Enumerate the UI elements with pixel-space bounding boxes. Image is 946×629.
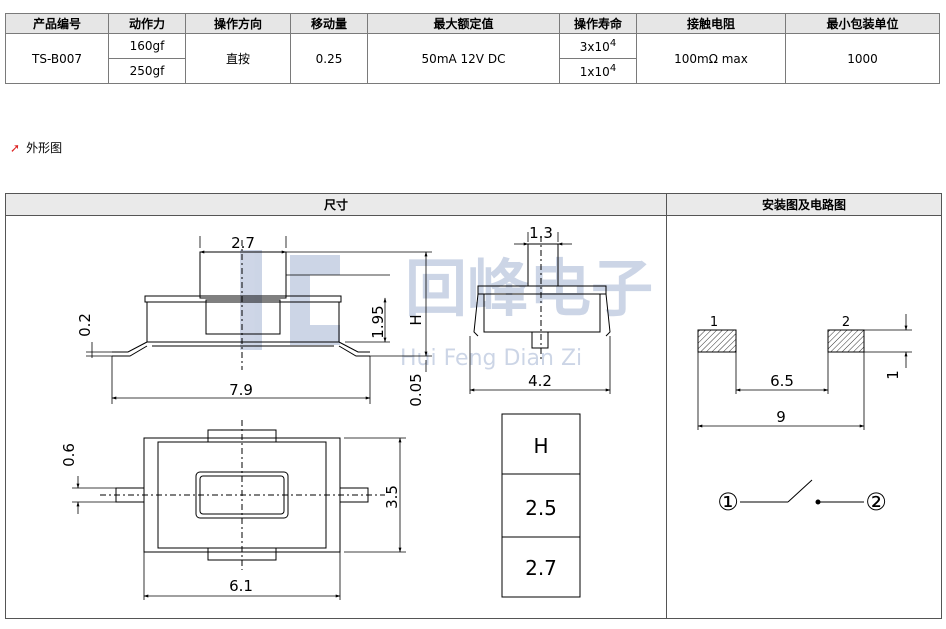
bottom-view <box>100 420 385 570</box>
red-arrow-icon: ➚ <box>10 140 21 155</box>
life-1-base: 3x10 <box>579 40 610 54</box>
spec-row-2: 250gf 1x104 <box>6 58 940 84</box>
header-resistance: 接触电阻 <box>636 13 786 34</box>
cell-force-2: 250gf <box>108 58 186 84</box>
spec-row-1: TS-B007 160gf 直按 0.25 50mA 12V DC 3x104 … <box>5 33 940 84</box>
terminal-2: ② <box>865 488 887 516</box>
install-pads <box>697 329 865 353</box>
install-dims <box>697 314 912 430</box>
dim-side-length: 7.9 <box>229 381 253 399</box>
spec-header-row: 产品编号 动作力 操作方向 移动量 最大额定值 操作寿命 接触电阻 最小包装单位 <box>5 13 940 34</box>
install-panel: 安装图及电路图 <box>666 193 942 619</box>
watermark: 回峰电子 Hui Feng Dian Zi <box>240 250 653 371</box>
dim-side-top-width: 2.7 <box>231 234 255 252</box>
install-panel-title: 安装图及电路图 <box>667 194 941 216</box>
pad-1 <box>697 329 737 353</box>
pad-2 <box>827 329 865 353</box>
switch-symbol <box>740 479 864 505</box>
side-view <box>112 240 370 370</box>
watermark-pinyin: Hui Feng Dian Zi <box>400 346 582 371</box>
cell-force-1: 160gf <box>108 33 186 59</box>
spec-table: 产品编号 动作力 操作方向 移动量 最大额定值 操作寿命 接触电阻 最小包装单位… <box>5 13 940 84</box>
h-table <box>501 413 581 598</box>
cell-direction: 直按 <box>185 33 291 84</box>
dim-bottom-width: 6.1 <box>229 577 253 595</box>
bottom-view-dims <box>72 437 406 600</box>
life-2-exp: 4 <box>609 63 617 74</box>
section-heading: ➚ 外形图 <box>10 139 62 156</box>
cell-travel: 0.25 <box>290 33 368 84</box>
dim-front-width: 4.2 <box>528 372 552 390</box>
dim-front-top: 1.3 <box>529 224 553 242</box>
life-1-exp: 4 <box>609 38 617 49</box>
dim-install-overall: 9 <box>776 408 786 426</box>
h-table-row-2: 2.7 <box>525 556 557 580</box>
front-view-dims <box>469 232 611 394</box>
front-view <box>473 236 611 360</box>
dim-install-gap: 6.5 <box>770 372 794 390</box>
cell-life-2: 1x104 <box>559 58 637 84</box>
cell-min-pack: 1000 <box>785 33 940 84</box>
dim-side-base: 0.05 <box>407 373 425 406</box>
h-table-row-1: 2.5 <box>525 496 557 520</box>
dim-bottom-height: 3.5 <box>383 485 401 509</box>
cell-rating: 50mA 12V DC <box>367 33 560 84</box>
header-direction: 操作方向 <box>185 13 291 34</box>
dim-side-height: 1.95 <box>369 305 387 338</box>
watermark-text: 回峰电子 <box>405 252 653 325</box>
dim-bottom-pin: 0.6 <box>60 443 78 467</box>
header-life: 操作寿命 <box>559 13 637 34</box>
h-table-header: H <box>533 434 548 458</box>
cell-life-1: 3x104 <box>559 33 637 59</box>
side-view-dims <box>86 236 432 404</box>
pad-1-label: 1 <box>710 315 718 330</box>
section-title: 外形图 <box>26 141 63 155</box>
life-2-base: 1x10 <box>579 65 610 79</box>
header-rating: 最大额定值 <box>367 13 560 34</box>
dim-install-pad-h: 1 <box>884 370 902 380</box>
header-part-no: 产品编号 <box>5 13 109 34</box>
size-panel-title: 尺寸 <box>6 194 666 216</box>
dim-side-H: H <box>407 314 425 325</box>
dim-side-lead: 0.2 <box>76 313 94 337</box>
terminal-1: ① <box>717 488 739 516</box>
pad-2-label: 2 <box>842 315 850 330</box>
header-force: 动作力 <box>108 13 186 34</box>
cell-part-no: TS-B007 <box>5 33 109 84</box>
